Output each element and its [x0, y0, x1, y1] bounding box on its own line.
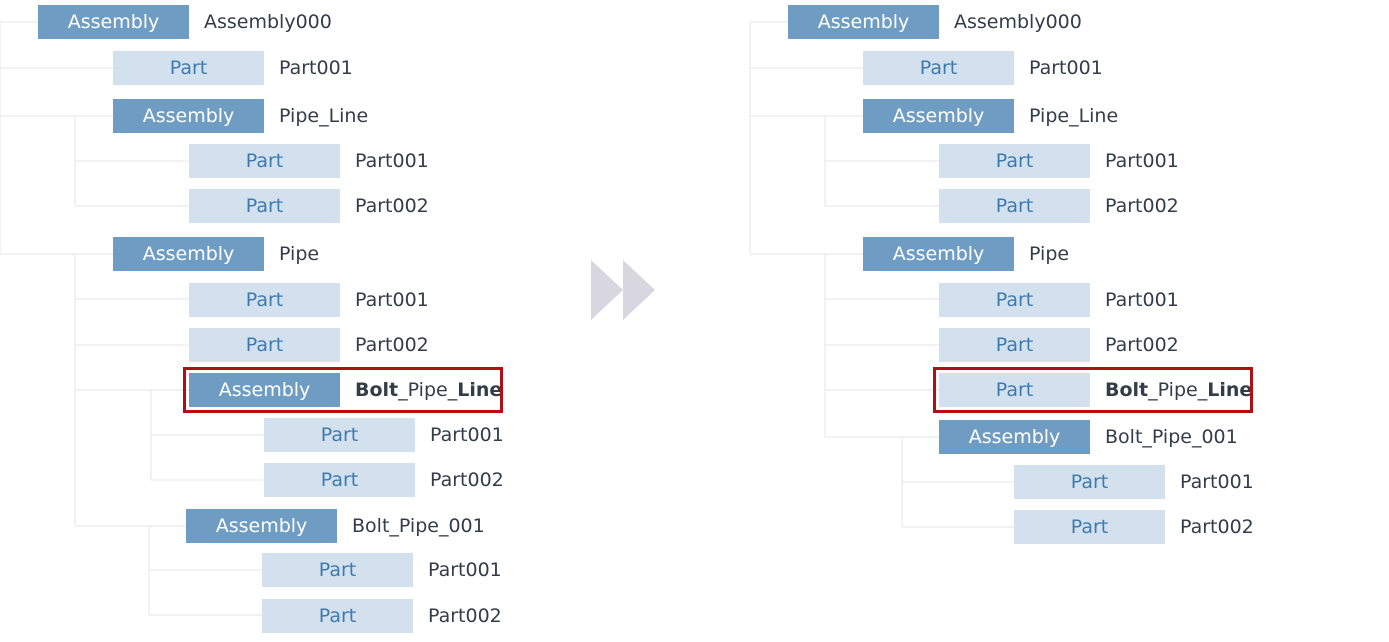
node-name: Bolt_Pipe_Line [355, 373, 502, 407]
part-tag: Part [939, 283, 1090, 317]
node-name: Part002 [1180, 516, 1254, 538]
node-name-part: Line [457, 379, 503, 401]
node-name: Part002 [1105, 195, 1179, 217]
assembly-tag: Assembly [863, 237, 1014, 271]
node-name: Part002 [355, 195, 429, 217]
part-tag: Part [113, 51, 264, 85]
assembly-tag: Assembly [189, 373, 340, 407]
highlight-box [183, 367, 503, 413]
node-name: Bolt_Pipe_Line [1105, 373, 1252, 407]
node-name: Part002 [1105, 334, 1179, 356]
node-name-part: Bolt [355, 379, 399, 401]
node-name: Part001 [1180, 471, 1254, 493]
part-tag: Part [262, 599, 413, 633]
node-name-part: Bolt [1105, 379, 1149, 401]
assembly-tag: Assembly [38, 5, 189, 39]
assembly-tag: Assembly [113, 237, 264, 271]
part-tag: Part [189, 328, 340, 362]
node-name-part: _Pipe_ [1148, 379, 1208, 401]
part-tag: Part [939, 328, 1090, 362]
node-name: Part001 [355, 150, 429, 172]
node-name: Bolt_Pipe_001 [1105, 426, 1238, 448]
node-name: Part001 [428, 559, 502, 581]
assembly-tag: Assembly [788, 5, 939, 39]
node-name: Part002 [428, 605, 502, 627]
node-name: Pipe [279, 243, 320, 265]
part-tag: Part [863, 51, 1014, 85]
part-tag: Part [939, 373, 1090, 407]
assembly-tag: Assembly [939, 420, 1090, 454]
part-tag: Part [189, 189, 340, 223]
assembly-tag: Assembly [113, 99, 264, 133]
node-name: Part001 [430, 424, 504, 446]
node-name: Pipe [1029, 243, 1070, 265]
node-name: Bolt_Pipe_001 [352, 515, 485, 537]
node-name: Part001 [1105, 150, 1179, 172]
part-tag: Part [189, 283, 340, 317]
node-name: Assembly000 [204, 11, 332, 33]
assembly-tag: Assembly [186, 509, 337, 543]
part-tag: Part [189, 144, 340, 178]
part-tag: Part [262, 553, 413, 587]
part-tag: Part [264, 418, 415, 452]
node-name: Part001 [279, 57, 353, 79]
node-name-part: _Pipe_ [398, 379, 458, 401]
assembly-tag: Assembly [863, 99, 1014, 133]
part-tag: Part [939, 189, 1090, 223]
part-tag: Part [939, 144, 1090, 178]
node-name: Pipe_Line [279, 105, 369, 127]
node-name: Part001 [1105, 289, 1179, 311]
node-name: Part002 [355, 334, 429, 356]
part-tag: Part [1014, 510, 1165, 544]
node-name: Part001 [355, 289, 429, 311]
double-chevron-right-icon [591, 260, 655, 320]
node-name: Part002 [430, 469, 504, 491]
node-name: Pipe_Line [1029, 105, 1119, 127]
node-name-part: Line [1207, 379, 1253, 401]
part-tag: Part [264, 463, 415, 497]
node-name: Part001 [1029, 57, 1103, 79]
highlight-box [933, 367, 1253, 413]
part-tag: Part [1014, 465, 1165, 499]
node-name: Assembly000 [954, 11, 1082, 33]
